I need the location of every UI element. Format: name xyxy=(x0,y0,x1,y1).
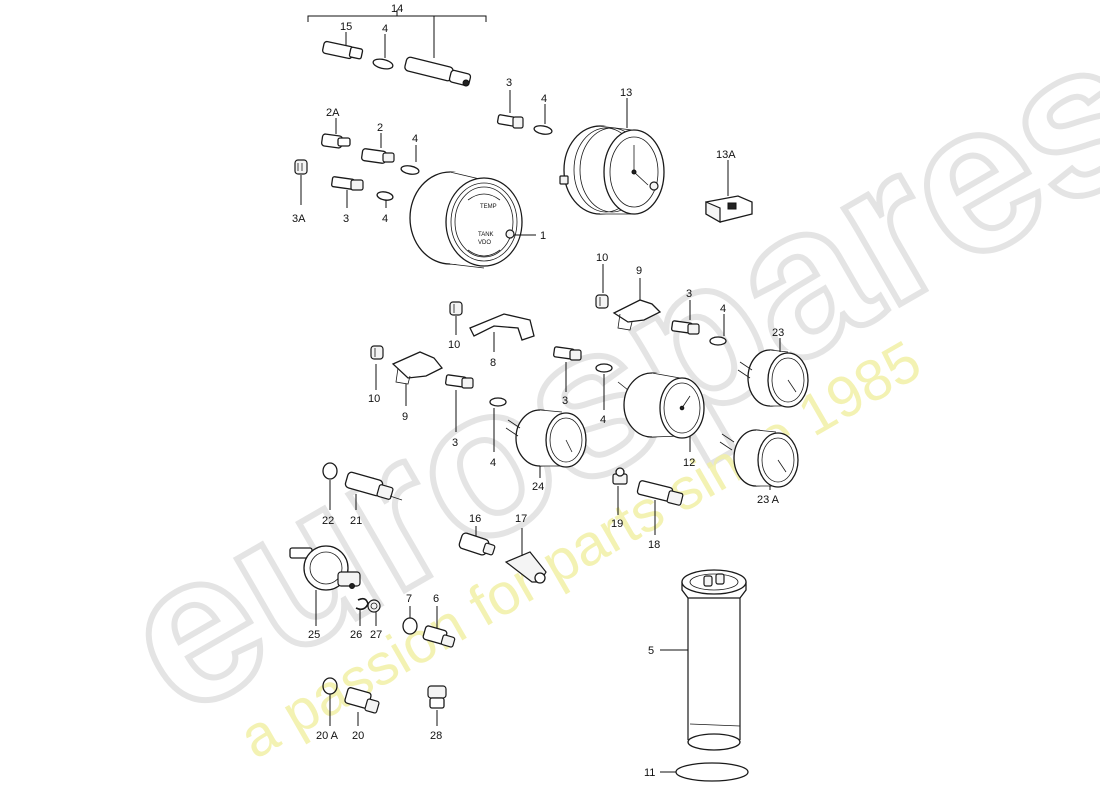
callout-4: 4 xyxy=(600,414,606,426)
part-8-bracket xyxy=(469,313,535,352)
part-23A-gauge xyxy=(719,429,799,490)
part-16-sender xyxy=(458,526,496,556)
callout-16: 16 xyxy=(469,513,481,525)
callout-4: 4 xyxy=(382,213,388,225)
part-3-socket-midleft xyxy=(445,374,474,432)
part-24-gauge xyxy=(505,409,587,478)
callout-23A: 23 A xyxy=(757,494,780,506)
part-4-bulb-midleft xyxy=(489,397,507,452)
part-10-nut-left xyxy=(370,345,384,390)
part-1-combination-gauge: TEMP TANK VDO xyxy=(409,171,536,269)
part-group-14 xyxy=(307,10,487,87)
part-25-pressure-sender xyxy=(289,545,361,626)
part-20-switch xyxy=(344,687,380,726)
callout-labels: 14 15 4 3 4 13 2A 2 4 3A 3 4 1 13A 10 9 … xyxy=(292,3,784,779)
part-5-tank-tube xyxy=(660,569,747,751)
part-4-bulb-left2 xyxy=(376,191,394,208)
part-13A-relay xyxy=(705,160,753,224)
callout-12: 12 xyxy=(683,457,695,469)
part-4-bulb-right xyxy=(709,314,727,346)
callout-8: 8 xyxy=(490,357,496,369)
callout-17: 17 xyxy=(515,513,527,525)
callout-10: 10 xyxy=(596,252,608,264)
callout-2: 2 xyxy=(377,122,383,134)
part-20A-seal-ring xyxy=(322,677,338,726)
callout-13A: 13A xyxy=(716,149,736,161)
part-17-boot xyxy=(504,528,547,584)
callout-3A: 3A xyxy=(292,213,306,225)
callout-2A: 2A xyxy=(326,107,340,119)
part-22-seal-ring xyxy=(322,462,338,510)
callout-13: 13 xyxy=(620,87,632,99)
callout-20: 20 xyxy=(352,730,364,742)
callout-4: 4 xyxy=(382,23,388,35)
callout-22: 22 xyxy=(322,515,334,527)
part-3A-cap xyxy=(294,159,308,205)
callout-10: 10 xyxy=(448,339,460,351)
part-3-socket-upper xyxy=(496,90,524,129)
part-9-bracket-right xyxy=(612,278,662,331)
callout-3: 3 xyxy=(452,437,458,449)
callout-4: 4 xyxy=(541,93,547,105)
callout-24: 24 xyxy=(532,481,544,493)
part-14-bulb-holder xyxy=(404,56,472,87)
part-21-sender xyxy=(344,471,403,510)
callout-21: 21 xyxy=(350,515,362,527)
part-12-gauge xyxy=(617,372,705,452)
part-10-nut-right xyxy=(595,264,609,309)
callout-3: 3 xyxy=(343,213,349,225)
part-2A-holder xyxy=(321,118,351,149)
callout-4: 4 xyxy=(412,133,418,145)
callout-3: 3 xyxy=(562,395,568,407)
part-23-gauge xyxy=(737,338,809,408)
callout-15: 15 xyxy=(340,21,352,33)
callout-20A: 20 A xyxy=(316,730,339,742)
part-18-connector xyxy=(636,480,684,535)
callout-5: 5 xyxy=(648,645,654,657)
callout-18: 18 xyxy=(648,539,660,551)
part-4-bulb-upper xyxy=(533,104,553,135)
gauge-1-tank-label: TANK xyxy=(478,232,494,238)
part-4-bulb-left xyxy=(400,145,420,175)
callout-25: 25 xyxy=(308,629,320,641)
callout-1: 1 xyxy=(540,230,546,242)
callout-10: 10 xyxy=(368,393,380,405)
callout-7: 7 xyxy=(406,593,412,605)
callout-26: 26 xyxy=(350,629,362,641)
part-28-switch xyxy=(427,685,447,726)
callout-19: 19 xyxy=(611,518,623,530)
watermark-brand: eurospares xyxy=(85,0,1100,759)
part-4-bulb xyxy=(372,58,394,70)
part-2-holder xyxy=(361,133,395,164)
part-3-socket-center xyxy=(553,346,582,392)
part-11-seal-ring xyxy=(660,762,749,782)
callout-4: 4 xyxy=(490,457,496,469)
part-3-socket-left xyxy=(331,176,364,208)
watermark: eurospares a passion for parts since 198… xyxy=(82,0,1100,771)
part-10-nut-mid xyxy=(449,301,463,335)
part-4-bulb-center xyxy=(595,363,613,410)
part-6-switch xyxy=(422,606,456,648)
callout-4: 4 xyxy=(720,303,726,315)
callout-3: 3 xyxy=(686,288,692,300)
callout-14: 14 xyxy=(391,3,403,15)
callout-27: 27 xyxy=(370,629,382,641)
callout-9: 9 xyxy=(636,265,642,277)
part-7-seal-ring xyxy=(402,606,418,635)
gauge-1-temp-label: TEMP xyxy=(480,204,497,210)
callout-9: 9 xyxy=(402,411,408,423)
part-3-socket-right xyxy=(671,300,700,335)
part-15-socket xyxy=(321,40,364,60)
callout-23: 23 xyxy=(772,327,784,339)
gauge-1-vdo-label: VDO xyxy=(478,240,491,246)
callout-3: 3 xyxy=(506,77,512,89)
callout-6: 6 xyxy=(433,593,439,605)
part-27-nut xyxy=(367,599,381,626)
part-9-bracket-left xyxy=(391,351,444,406)
callout-11: 11 xyxy=(644,767,655,779)
part-13-clock xyxy=(559,98,665,215)
part-19-switch xyxy=(612,467,628,515)
callout-28: 28 xyxy=(430,730,442,742)
